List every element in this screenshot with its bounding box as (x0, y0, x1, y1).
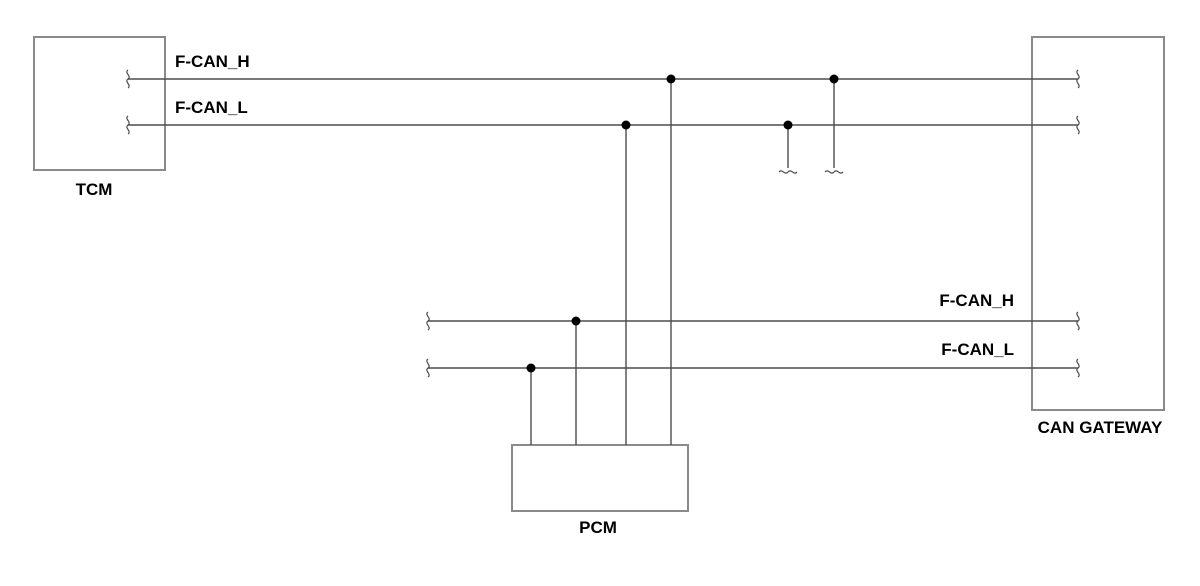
splice-upper-high-branch (829, 74, 839, 84)
break-branch-high (824, 170, 844, 174)
break-branch-low (778, 170, 798, 174)
break-gateway-lower-low (1076, 358, 1080, 378)
label-tcm: TCM (76, 180, 113, 199)
break-gateway-upper-high (1076, 69, 1080, 89)
splice-lower-high-pcm (571, 316, 581, 326)
break-tcm-high (126, 69, 130, 89)
splice-upper-low-pcm (621, 120, 631, 130)
label-lower-f-can-l: F-CAN_L (941, 340, 1014, 359)
can-gateway-box (1031, 36, 1165, 411)
label-pcm: PCM (579, 518, 617, 537)
label-upper-f-can-l: F-CAN_L (175, 98, 248, 117)
break-gateway-lower-high (1076, 311, 1080, 331)
label-upper-f-can-h: F-CAN_H (175, 52, 250, 71)
break-gateway-upper-low (1076, 115, 1080, 135)
break-lower-left-low (426, 358, 430, 378)
break-tcm-low (126, 115, 130, 135)
pcm-box (511, 444, 689, 512)
splice-upper-low-branch (783, 120, 793, 130)
splice-upper-high-pcm (666, 74, 676, 84)
label-can-gateway: CAN GATEWAY (1038, 418, 1163, 437)
break-lower-left-high (426, 311, 430, 331)
label-lower-f-can-h: F-CAN_H (939, 291, 1014, 310)
tcm-box (33, 36, 166, 171)
splice-lower-low-pcm (526, 363, 536, 373)
